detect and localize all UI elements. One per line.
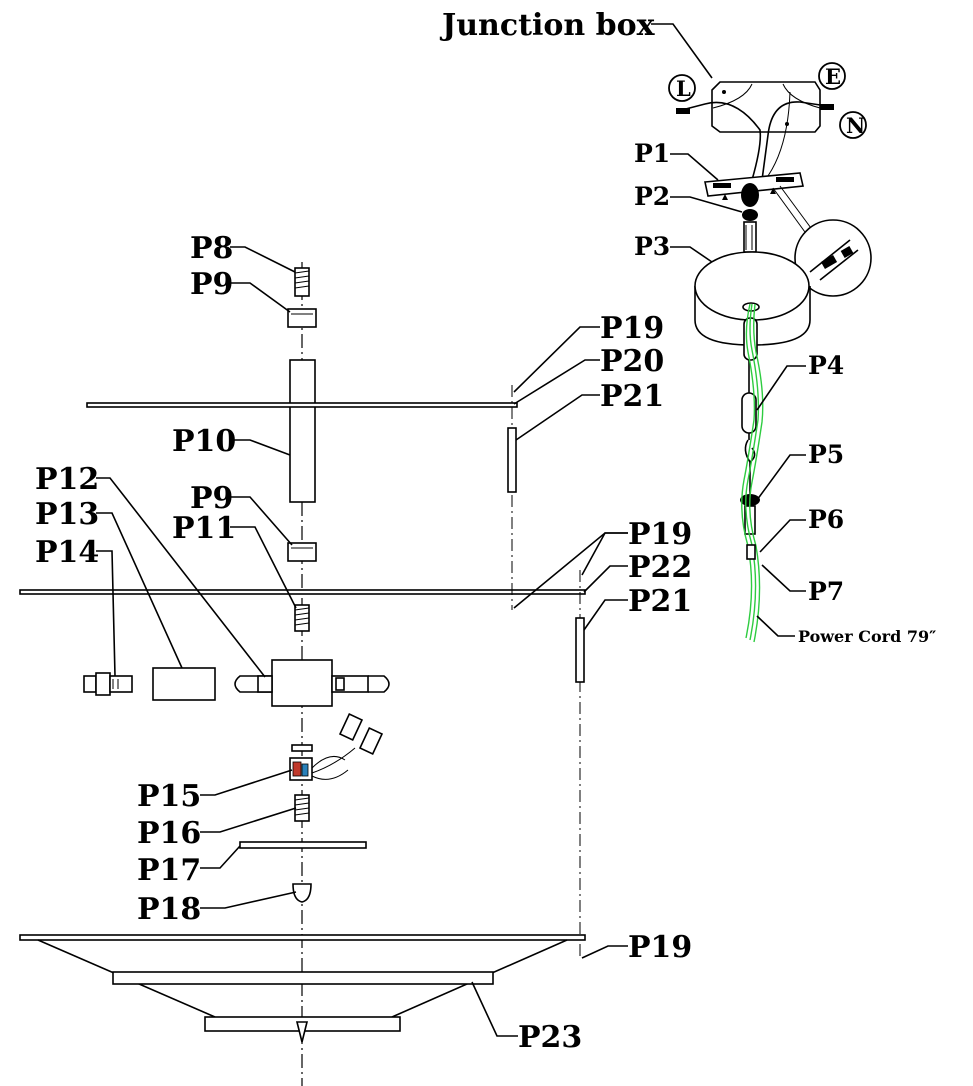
leader-lines: [96, 23, 806, 1037]
label-power-cord: Power Cord 79″: [798, 627, 936, 646]
label-junction-box: Junction box: [439, 8, 656, 43]
part-p2-nut: [741, 183, 759, 253]
part-p21-lower-tube: [575, 617, 585, 683]
lower-rod: [19, 589, 586, 595]
part-p9-lower-nut: [287, 542, 317, 562]
part-p3-canopy: [694, 251, 811, 346]
label-p5: P5: [808, 440, 844, 469]
part-p14-socket: [83, 672, 133, 696]
label-p6: P6: [808, 505, 844, 534]
N-terminal-marker: [839, 111, 867, 139]
label-p1: P1: [634, 139, 670, 168]
label-p21-lower: P21: [628, 584, 692, 619]
label-p22: P22: [628, 550, 692, 585]
label-p19-upper: P19: [600, 311, 664, 346]
label-p11: P11: [172, 511, 236, 546]
part-p16-threaded-pipe: [294, 794, 310, 822]
label-p23: P23: [518, 1020, 582, 1055]
label-p9-upper: P9: [190, 267, 233, 302]
junction-box: [676, 81, 834, 181]
label-p12: P12: [35, 462, 99, 497]
label-p14: P14: [35, 535, 99, 570]
label-p3: P3: [634, 232, 670, 261]
part-p11-threaded-pipe: [294, 604, 310, 632]
part-p13-sleeve: [152, 667, 216, 701]
part-p18-finial: [292, 883, 312, 903]
label-p21-upper: P21: [600, 379, 664, 414]
part-p9-upper-nut: [287, 308, 317, 328]
label-p16: P16: [137, 816, 201, 851]
label-p17: P17: [137, 853, 201, 888]
part-p6-clamp: [746, 544, 756, 560]
label-p2: P2: [634, 182, 670, 211]
label-p13: P13: [35, 497, 99, 532]
part-p21-upper-tube: [507, 427, 517, 493]
E-terminal-marker: [818, 62, 846, 90]
label-p15: P15: [137, 779, 201, 814]
part-p12-arm-body: [234, 659, 390, 707]
part-p15-wiring-block: [289, 713, 384, 781]
label-p19-bottom: P19: [628, 930, 692, 965]
part-p8-threaded-pipe: [294, 267, 310, 297]
label-p19-middle: P19: [628, 517, 692, 552]
label-p10: P10: [172, 424, 236, 459]
upper-rod: [86, 402, 518, 408]
wire-detail-bubble: [772, 185, 872, 297]
power-cord: [741, 303, 764, 643]
L-terminal-marker: [668, 74, 696, 102]
part-p23-bowl: [19, 934, 586, 1043]
label-E: E: [825, 64, 841, 89]
label-p20: P20: [600, 344, 664, 379]
label-p9-lower: P9: [190, 481, 233, 516]
label-L: L: [676, 76, 691, 101]
part-p17-plate: [239, 841, 367, 849]
label-p7: P7: [808, 577, 844, 606]
label-p18: P18: [137, 892, 201, 927]
label-N: N: [846, 113, 865, 138]
label-p8: P8: [190, 231, 233, 266]
part-p10-tube: [289, 359, 316, 503]
label-p4: P4: [808, 351, 844, 380]
